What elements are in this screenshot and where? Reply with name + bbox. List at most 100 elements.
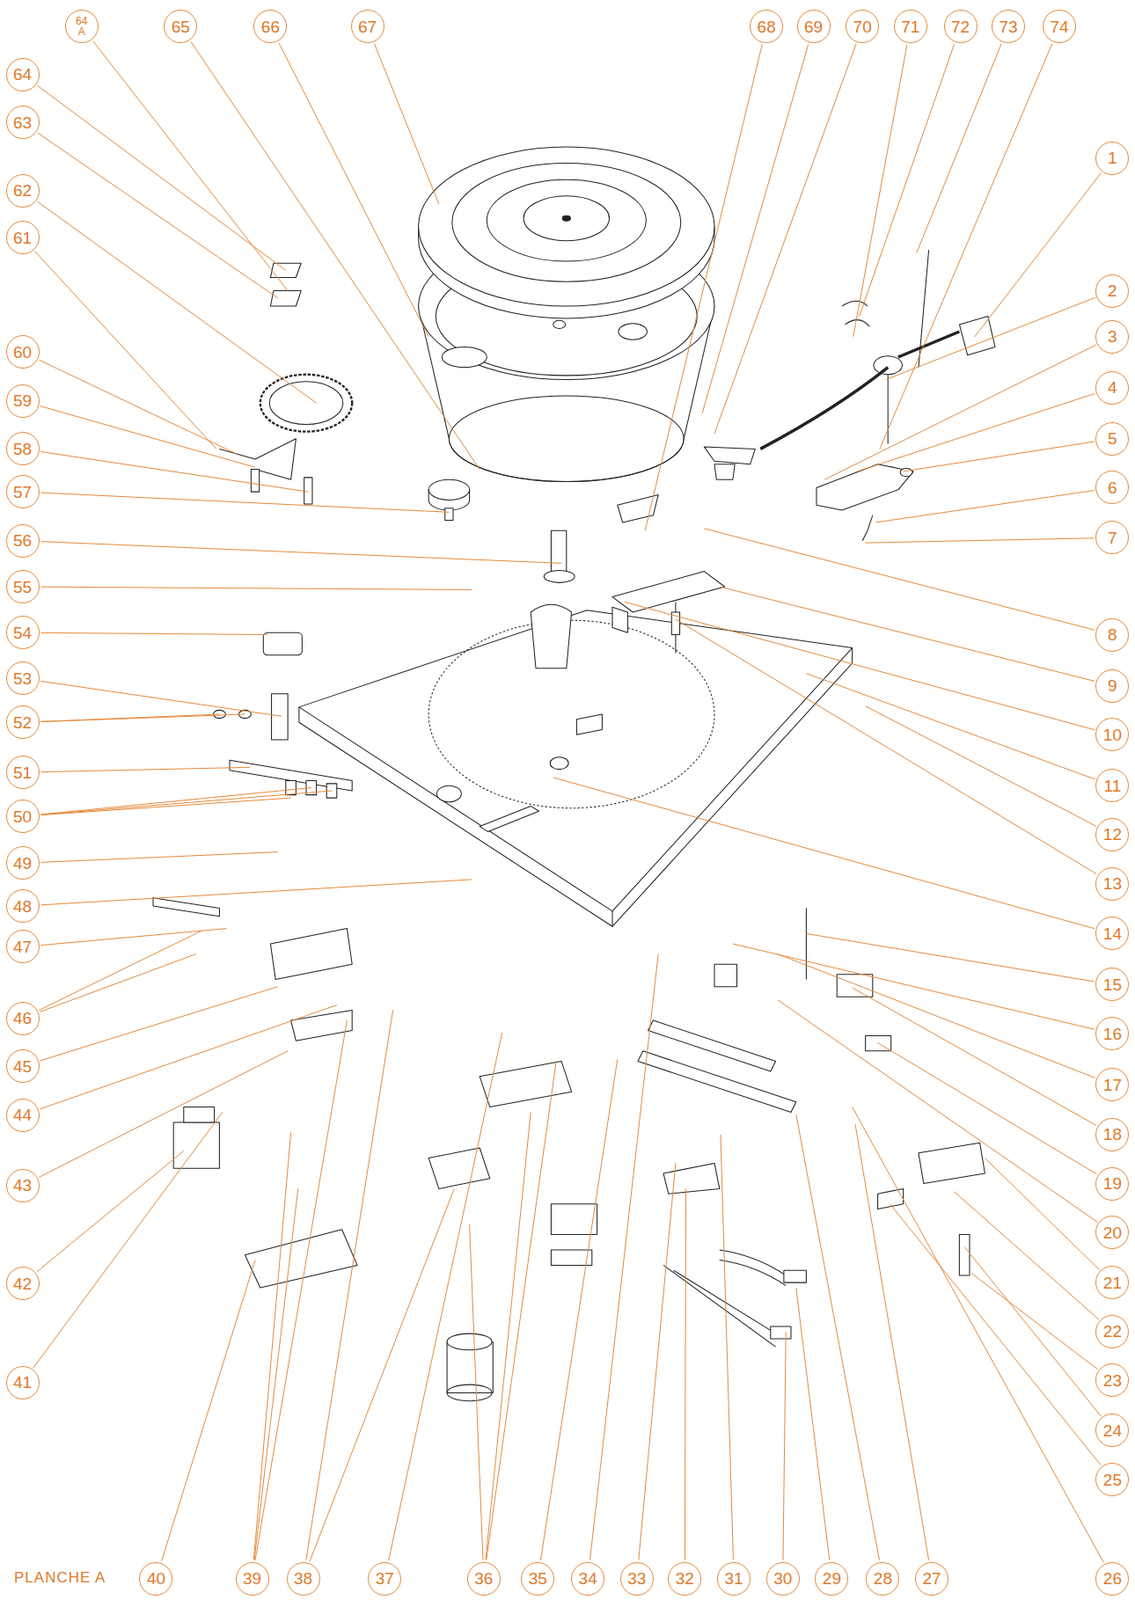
- callout-circle: 14: [1095, 916, 1129, 951]
- callout-circle: 28: [865, 1562, 900, 1597]
- callout-number: 38: [293, 1570, 313, 1588]
- callout-number: 54: [13, 624, 32, 642]
- leader-line: [40, 798, 291, 815]
- callout-number: 44: [13, 1106, 32, 1124]
- leader-line: [486, 1061, 557, 1560]
- leader-line: [853, 44, 908, 337]
- leader-line: [254, 1188, 299, 1560]
- callout-number: 47: [13, 938, 32, 956]
- callout-circle: 51: [6, 755, 40, 790]
- leader-line: [852, 988, 1098, 1127]
- leader-line: [388, 1032, 503, 1561]
- callout-number: 10: [1103, 726, 1122, 744]
- callout-circle: 60: [6, 335, 40, 369]
- callout-circle: 73: [991, 9, 1026, 44]
- leader-line: [824, 344, 1096, 480]
- callout-circle: 16: [1095, 1017, 1129, 1051]
- callout-circle: 74: [1042, 9, 1077, 44]
- callout-number: 14: [1103, 925, 1122, 943]
- leader-line: [35, 251, 217, 450]
- leader-line: [161, 1260, 256, 1562]
- callout-number: 42: [13, 1275, 32, 1293]
- callout-circle: 22: [1095, 1315, 1129, 1349]
- callout-number: 22: [1103, 1323, 1122, 1341]
- leader-line: [38, 1051, 288, 1179]
- leader-line: [875, 490, 1094, 523]
- callout-number: 49: [13, 855, 32, 872]
- callout-number: 18: [1103, 1126, 1122, 1143]
- callout-number: 45: [13, 1058, 32, 1076]
- callout-number: 60: [13, 344, 32, 361]
- leader-line: [865, 706, 1097, 827]
- leader-line: [777, 954, 1096, 1079]
- leader-line: [954, 1192, 1099, 1320]
- leader-line: [856, 393, 1095, 472]
- callout-circle: 32: [667, 1562, 702, 1597]
- leader-line: [40, 987, 279, 1062]
- callout-circle: 68: [749, 9, 784, 44]
- callout-number: 24: [1103, 1422, 1122, 1440]
- callout-number: 58: [13, 440, 32, 458]
- callout-circle: 56: [6, 524, 40, 558]
- callout-number: 73: [999, 18, 1018, 36]
- callout-number: 17: [1103, 1076, 1122, 1094]
- callout-circle: 44: [6, 1098, 40, 1133]
- leader-line: [865, 538, 1095, 543]
- callout-circle: 11: [1095, 768, 1129, 803]
- leader-line: [805, 933, 1094, 982]
- callout-circle: 25: [1095, 1463, 1129, 1497]
- callout-circle: 33: [620, 1562, 654, 1597]
- callout-circle: 7: [1095, 520, 1129, 555]
- sheet-label: PLANCHE A: [14, 1569, 106, 1588]
- callout-number: 4: [1107, 379, 1118, 396]
- callout-number: 61: [13, 229, 32, 247]
- leader-line: [684, 1188, 686, 1560]
- leader-line: [777, 1000, 1098, 1223]
- leader-line: [855, 1124, 930, 1560]
- callout-circle: 40: [139, 1562, 173, 1597]
- callout-number: 11: [1104, 777, 1122, 795]
- leader-line: [974, 172, 1102, 337]
- leader-line: [971, 1274, 1098, 1370]
- callout-circle: 65: [163, 9, 198, 44]
- callout-number: 26: [1103, 1570, 1122, 1588]
- callout-number: 6: [1107, 479, 1118, 497]
- callout-circle: 4: [1095, 371, 1129, 405]
- leader-line: [796, 1288, 830, 1561]
- callout-number: 8: [1107, 626, 1118, 644]
- callout-number: 9: [1107, 677, 1118, 695]
- callout-circle: 45: [6, 1049, 40, 1084]
- callout-circle: 39: [235, 1562, 270, 1597]
- leader-line: [253, 1133, 291, 1561]
- callout-number: 13: [1103, 875, 1122, 893]
- callout-number: 57: [13, 483, 32, 501]
- callout-number: 50: [13, 808, 32, 826]
- leader-line: [40, 681, 282, 717]
- leader-line: [805, 673, 1095, 780]
- callout-number: 51: [13, 764, 32, 782]
- leader-line: [39, 1005, 337, 1110]
- callout-number: 59: [13, 392, 32, 410]
- leader-line: [783, 1332, 786, 1561]
- leader-line: [720, 1135, 733, 1561]
- callout-number: 66: [261, 18, 280, 36]
- callout-number: 56: [13, 532, 32, 550]
- leader-line: [36, 1150, 184, 1272]
- callout-number: 2: [1107, 282, 1118, 300]
- callout-circle: 58: [6, 432, 40, 466]
- leader-line: [41, 632, 268, 635]
- leader-line: [309, 1188, 454, 1562]
- callout-number: 33: [627, 1570, 646, 1588]
- callout-number: 64: [13, 65, 32, 83]
- callout-number: 48: [13, 898, 32, 916]
- callout-circle: 34: [571, 1562, 605, 1597]
- leader-line: [38, 359, 237, 454]
- leader-line: [703, 528, 1095, 630]
- callout-circle: 41: [6, 1366, 40, 1400]
- leader-line: [485, 1112, 531, 1560]
- leader-line: [40, 788, 311, 815]
- leader-line: [38, 930, 202, 1011]
- leader-line: [890, 1204, 1102, 1466]
- callout-circle: 69: [797, 9, 831, 44]
- callout-number: 63: [13, 114, 32, 132]
